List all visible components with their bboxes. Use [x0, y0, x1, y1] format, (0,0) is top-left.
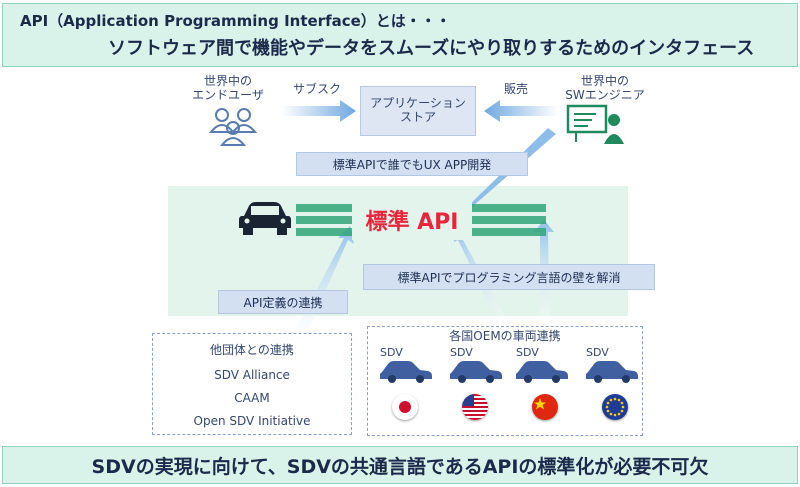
sw-engineers-label: 世界中の SWエンジニア	[555, 74, 655, 102]
users-icon	[208, 108, 258, 146]
end-users-label-line2: エンドユーザ	[192, 88, 264, 102]
oem-group	[367, 326, 643, 436]
api-core-bg	[352, 200, 472, 240]
language-barrier-label: 標準APIでプログラミング言語の壁を解消	[363, 264, 655, 290]
vehicle-icon	[450, 361, 502, 383]
sdv-label: SDV	[380, 346, 403, 359]
vehicle-icon	[380, 361, 432, 383]
sell-arrow-icon	[484, 100, 558, 122]
api-definition-label: API定義の連携	[218, 290, 348, 314]
sw-engineers-label-line2: SWエンジニア	[565, 88, 645, 102]
china-flag-icon	[532, 394, 558, 420]
car-icon	[239, 202, 291, 235]
engineer-at-whiteboard-icon	[566, 104, 624, 144]
japan-flag-icon	[392, 394, 418, 420]
oem-car-2: SDV	[448, 346, 504, 386]
eu-flag-icon	[602, 394, 628, 420]
app-store-box	[360, 86, 476, 136]
sdv-label: SDV	[586, 346, 609, 359]
vehicle-icon	[586, 361, 638, 383]
oem-group-title: 各国OEMの車両連携	[449, 329, 561, 343]
oem-car-4: SDV	[584, 346, 640, 386]
partner-org-item: Open SDV Initiative	[193, 414, 311, 428]
sdv-label: SDV	[516, 346, 539, 359]
partner-org-item: CAAM	[234, 391, 270, 405]
ux-app-label: 標準APIで誰でもUX APP開発	[296, 152, 528, 176]
banner-subtitle: ソフトウェア間で機能やデータをスムーズにやり取りするためのインタフェース	[108, 38, 755, 59]
conclusion-banner	[2, 446, 798, 484]
usa-flag-icon	[462, 394, 488, 420]
app-store-label-line1: アプリケーション	[370, 96, 466, 110]
definition-banner	[2, 3, 798, 67]
partner-orgs-title: 他団体との連携	[210, 343, 294, 357]
app-store-label: アプリケーション ストア	[360, 96, 476, 124]
partner-orgs-group	[152, 333, 352, 435]
end-users-label-line1: 世界中の	[203, 74, 252, 88]
sdv-label: SDV	[450, 346, 473, 359]
standard-api-title: 標準 API	[365, 210, 459, 235]
end-users-label: 世界中の エンドユーザ	[183, 74, 273, 102]
app-store-label-line2: ストア	[399, 110, 436, 124]
sell-label: 販売	[503, 82, 528, 96]
partner-org-item: SDV Alliance	[214, 368, 290, 382]
subscribe-arrow-icon	[282, 100, 356, 122]
vehicle-icon	[516, 361, 568, 383]
sw-engineers-label-line1: 世界中の	[580, 74, 629, 88]
oem-car-3: SDV	[514, 346, 570, 386]
banner-title: API（Application Programming Interface）とは…	[20, 12, 451, 30]
oem-car-1: SDV	[378, 346, 434, 386]
conclusion-text: SDVの実現に向けて、SDVの共通言語であるAPIの標準化が必要不可欠	[91, 456, 709, 478]
subscribe-label: サブスク	[292, 82, 341, 96]
